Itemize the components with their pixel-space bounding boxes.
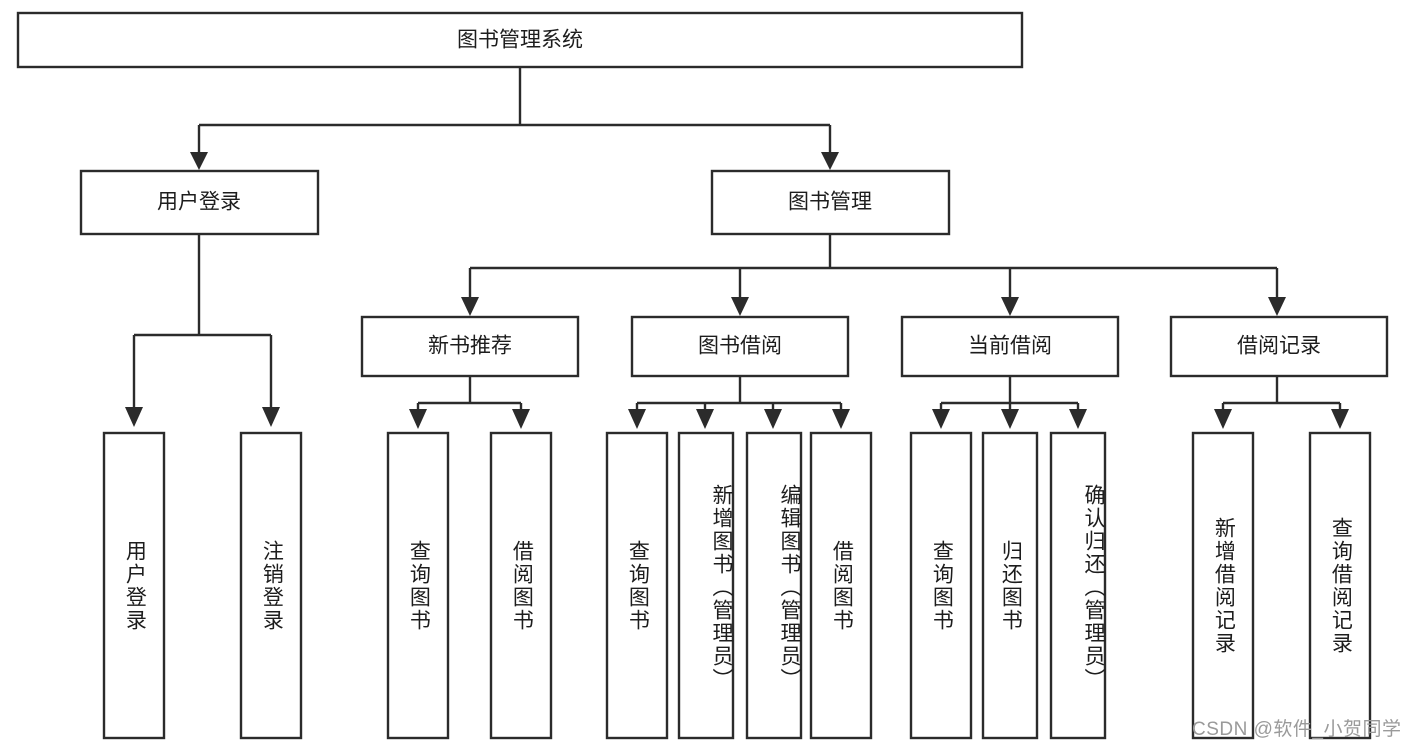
leaf-box-bookborrow-4[interactable] bbox=[809, 431, 873, 740]
node-user-login-box[interactable] bbox=[79, 169, 320, 236]
node-root-label: 图书管理系统 bbox=[457, 29, 583, 52]
leaf-box-user-login-1[interactable] bbox=[102, 431, 166, 740]
node-book-borrow-label: 图书借阅 bbox=[698, 335, 782, 358]
arrow-bookborrow-leaf-4 bbox=[832, 409, 850, 429]
node-book-management[interactable]: 图书管理 bbox=[710, 169, 951, 236]
arrow-user-login-leaf-2 bbox=[262, 407, 280, 427]
node-root-box[interactable] bbox=[16, 11, 1024, 69]
leaf-box-currentborrow-3[interactable] bbox=[1049, 431, 1107, 740]
node-user-login-label: 用户登录 bbox=[157, 191, 241, 214]
connector-group bbox=[125, 67, 1349, 429]
node-borrow-record-box[interactable] bbox=[1169, 315, 1389, 378]
arrow-bookborrow-leaf-2 bbox=[696, 409, 714, 429]
leaf-box-newbook-2[interactable] bbox=[489, 431, 553, 740]
arrow-currentborrow-leaf-1 bbox=[932, 409, 950, 429]
arrow-book-mgmt-to-l3-3 bbox=[1001, 297, 1019, 316]
arrow-root-to-user-login bbox=[190, 152, 208, 170]
arrow-newbook-leaf-1 bbox=[409, 409, 427, 429]
arrow-user-login-leaf-1 bbox=[125, 407, 143, 427]
node-borrow-record-label: 借阅记录 bbox=[1237, 335, 1321, 358]
arrow-borrowrecord-leaf-1 bbox=[1214, 409, 1232, 429]
node-borrow-record[interactable]: 借阅记录 bbox=[1169, 315, 1389, 378]
node-book-management-label: 图书管理 bbox=[788, 191, 872, 214]
arrow-currentborrow-leaf-2 bbox=[1001, 409, 1019, 429]
arrow-book-mgmt-to-l3-2 bbox=[731, 297, 749, 316]
leaf-box-currentborrow-2[interactable] bbox=[981, 431, 1039, 740]
arrow-borrowrecord-leaf-2 bbox=[1331, 409, 1349, 429]
node-current-borrow-label: 当前借阅 bbox=[968, 335, 1052, 358]
leaf-box-bookborrow-1[interactable] bbox=[605, 431, 669, 740]
arrow-newbook-leaf-2 bbox=[512, 409, 530, 429]
leaf-box-newbook-1[interactable] bbox=[386, 431, 450, 740]
node-new-book-recommend-label: 新书推荐 bbox=[428, 335, 512, 358]
node-book-borrow[interactable]: 图书借阅 bbox=[630, 315, 850, 378]
leaf-box-currentborrow-1[interactable] bbox=[909, 431, 973, 740]
csdn-watermark: CSDN @软件_小贺同学 bbox=[1192, 719, 1402, 740]
node-book-borrow-box[interactable] bbox=[630, 315, 850, 378]
leaf-box-bookborrow-3[interactable] bbox=[745, 431, 803, 740]
node-new-book-recommend-box[interactable] bbox=[360, 315, 580, 378]
arrow-bookborrow-leaf-1 bbox=[628, 409, 646, 429]
node-root-system[interactable]: 图书管理系统 bbox=[16, 11, 1024, 69]
node-user-login[interactable]: 用户登录 bbox=[79, 169, 320, 236]
arrow-book-mgmt-to-l3-4 bbox=[1268, 297, 1286, 316]
arrow-book-mgmt-to-l3-1 bbox=[461, 297, 479, 316]
node-current-borrow-box[interactable] bbox=[900, 315, 1120, 378]
leaf-box-bookborrow-2[interactable] bbox=[677, 431, 735, 740]
leaf-box-borrowrecord-1[interactable] bbox=[1191, 431, 1255, 740]
node-new-book-recommend[interactable]: 新书推荐 bbox=[360, 315, 580, 378]
node-book-management-box[interactable] bbox=[710, 169, 951, 236]
arrow-root-to-book-mgmt bbox=[821, 152, 839, 170]
leaf-box-borrowrecord-2[interactable] bbox=[1308, 431, 1372, 740]
node-current-borrow[interactable]: 当前借阅 bbox=[900, 315, 1120, 378]
leaf-box-user-login-2[interactable] bbox=[239, 431, 303, 740]
arrow-currentborrow-leaf-3 bbox=[1069, 409, 1087, 429]
arrow-bookborrow-leaf-3 bbox=[764, 409, 782, 429]
